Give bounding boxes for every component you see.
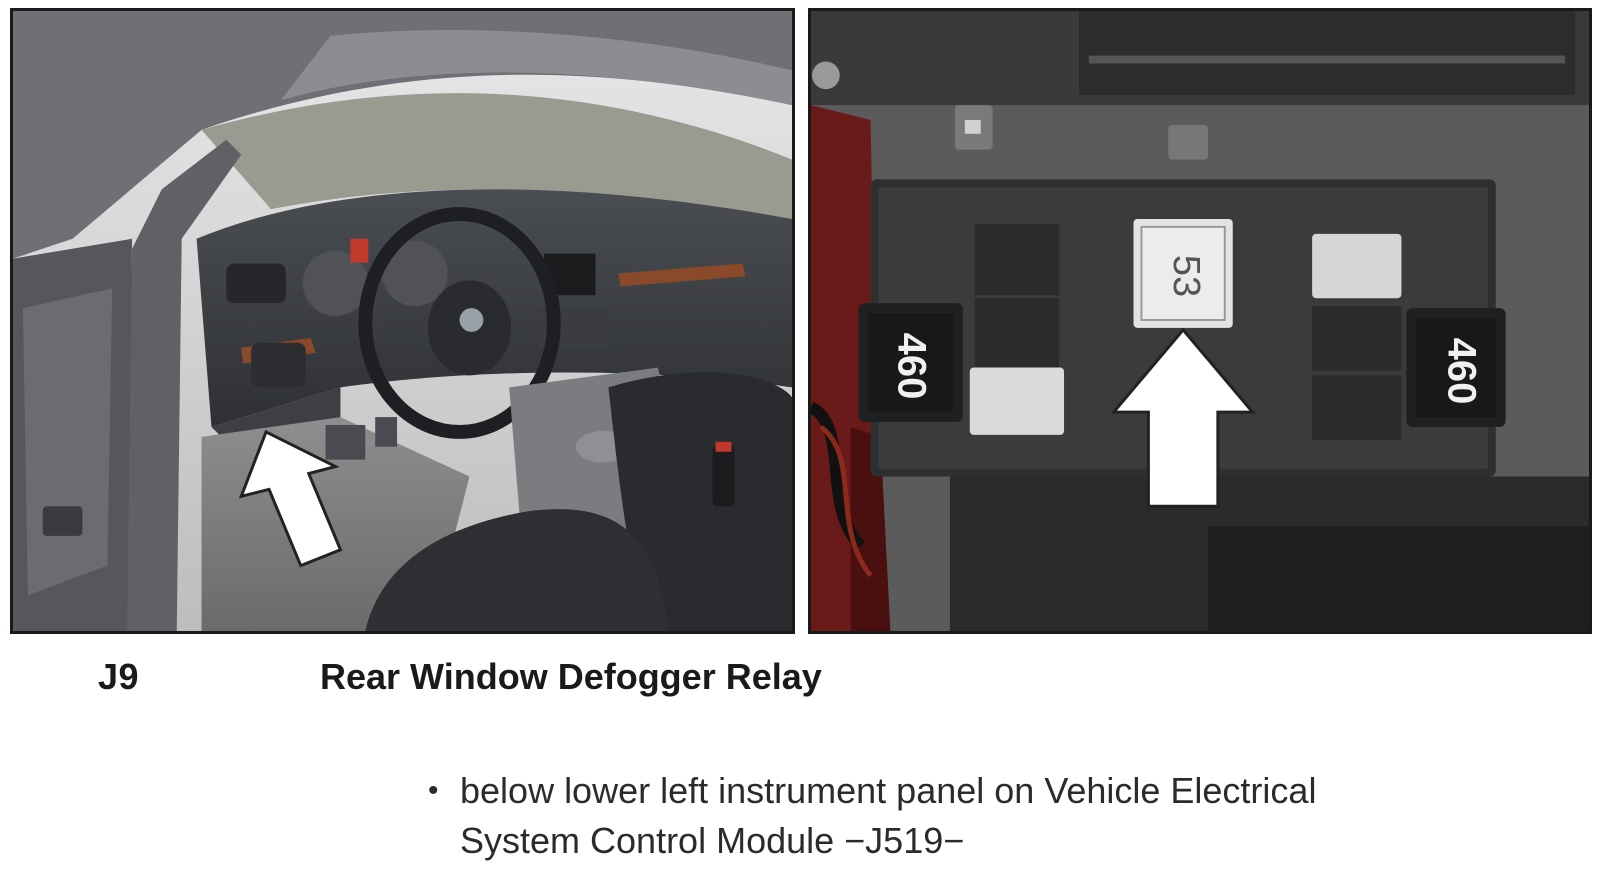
location-line-2: System Control Module −J519−	[460, 820, 965, 861]
relay-arrow-icon	[1110, 327, 1256, 508]
relay-label-center: 53	[1165, 254, 1207, 298]
bullet-point: •	[428, 774, 439, 807]
relay-panel-photo: 460 53 460	[808, 8, 1592, 634]
location-arrow-icon	[238, 429, 343, 568]
interior-photo	[10, 8, 795, 634]
component-code: J9	[98, 656, 140, 697]
location-description: • below lower left instrument panel on V…	[428, 766, 1530, 866]
location-line-1: below lower left instrument panel on Veh…	[460, 770, 1317, 811]
component-title: Rear Window Defogger Relay	[320, 656, 822, 697]
relay-panel-illustration	[811, 11, 1589, 631]
relay-label-right: 460	[1439, 337, 1484, 405]
interior-illustration	[13, 11, 792, 631]
relay-label-left: 460	[889, 332, 934, 400]
